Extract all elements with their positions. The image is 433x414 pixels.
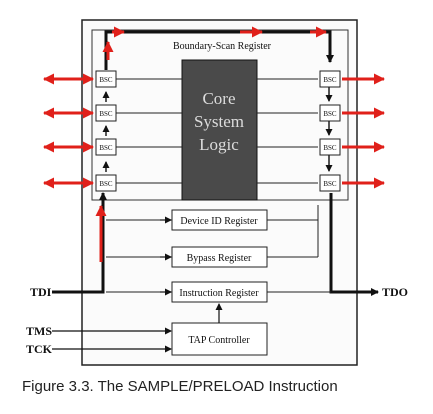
core-label-line2: System [194, 112, 244, 131]
tck-pin-label: TCK [26, 342, 53, 356]
bsc-cell [95, 174, 117, 192]
bsc-cell [319, 104, 341, 122]
bsc-cell-label: BSC [99, 144, 113, 152]
bsc-cell [319, 174, 341, 192]
device-id-register-label: Device ID Register [180, 216, 258, 227]
tdi-pin-label: TDI [30, 285, 52, 299]
bsc-cell [95, 70, 117, 88]
core-label-line3: Logic [199, 135, 239, 154]
bsc-cell [319, 138, 341, 156]
bsc-cell [95, 104, 117, 122]
figure-caption: Figure 3.3. The SAMPLE/PRELOAD Instructi… [22, 378, 338, 395]
core-input-lines [116, 78, 318, 184]
bsc-cell-label: BSC [323, 144, 337, 152]
tms-tck-lines [52, 327, 172, 353]
tdo-pin-label: TDO [382, 285, 408, 299]
bypass-register-label: Bypass Register [187, 253, 252, 264]
bsc-cell [95, 138, 117, 156]
tms-pin-label: TMS [26, 324, 52, 338]
bypass-register-box [171, 246, 268, 268]
instruction-register-box [171, 281, 268, 303]
red-right-io-arrows [342, 73, 385, 189]
left-bsc-column: BSC BSC BSC BSC [95, 70, 117, 192]
bsc-cell-label: BSC [323, 76, 337, 84]
instruction-register-label: Instruction Register [179, 288, 259, 299]
boundary-scan-register-label: Boundary-Scan Register [173, 41, 272, 52]
core-label-line1: Core [202, 89, 235, 108]
tap-controller-label: TAP Controller [188, 335, 250, 346]
device-id-register-box [171, 209, 268, 231]
red-scan-path-highlight [95, 26, 327, 262]
bsc-cell [319, 70, 341, 88]
bsc-cell-label: BSC [323, 110, 337, 118]
tap-controller-box [171, 322, 268, 356]
core-system-logic-block [181, 59, 258, 201]
bsc-cell-label: BSC [323, 180, 337, 188]
red-left-io-arrows [43, 73, 94, 189]
right-bsc-column: BSC BSC BSC BSC [319, 70, 341, 192]
register-input-arrows [160, 216, 172, 296]
bsc-cell-label: BSC [99, 180, 113, 188]
bsc-cell-label: BSC [99, 110, 113, 118]
bsc-cell-label: BSC [99, 76, 113, 84]
